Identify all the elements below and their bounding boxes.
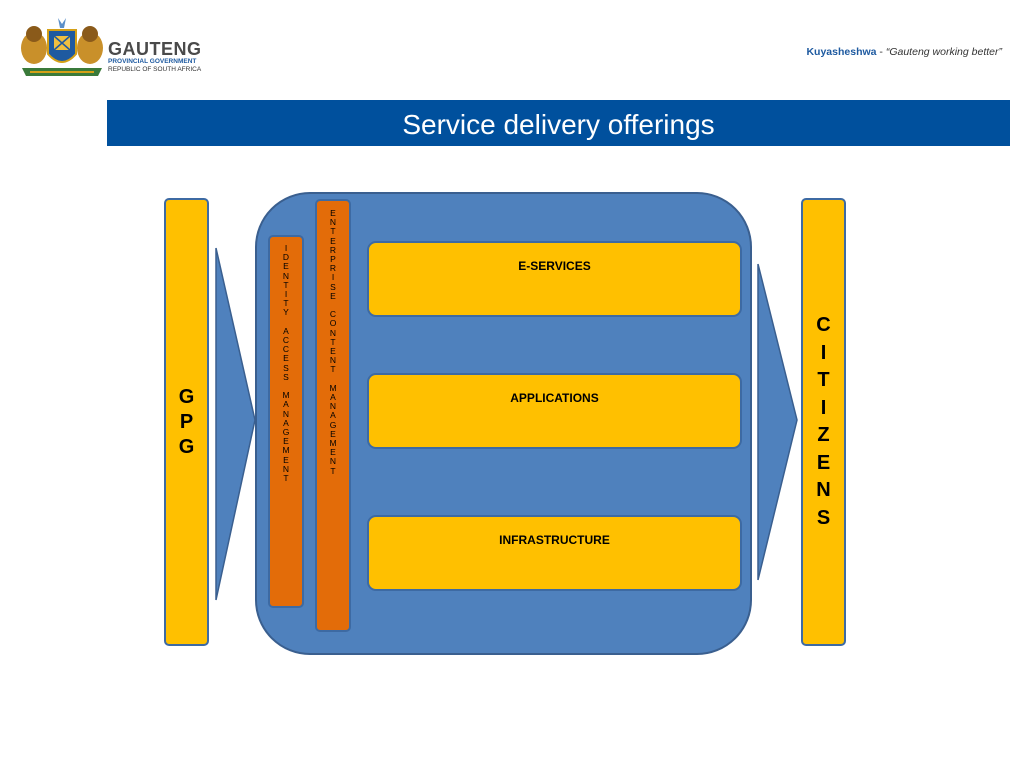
identity-bar-letter: S xyxy=(283,362,289,373)
coat-of-arms-icon xyxy=(21,18,103,76)
identity-bar-letter: E xyxy=(283,454,289,465)
enterprise-bar-letter: T xyxy=(330,226,336,237)
enterprise-bar-letter: A xyxy=(330,392,336,403)
enterprise-bar-letter: P xyxy=(330,254,336,265)
service-applications: APPLICATIONS xyxy=(367,373,742,449)
enterprise-bar-letter: N xyxy=(329,355,337,366)
identity-bar-letter: A xyxy=(283,417,289,428)
identity-bar-letter: E xyxy=(283,436,289,447)
logo-text-block: GAUTENG PROVINCIAL GOVERNMENT REPUBLIC O… xyxy=(108,40,202,74)
enterprise-bar-letter: T xyxy=(330,465,336,476)
logo-subtitle-2: REPUBLIC OF SOUTH AFRICA xyxy=(108,66,202,73)
enterprise-bar-letter: A xyxy=(330,410,336,421)
logo-name: GAUTENG xyxy=(108,39,202,59)
citizens-letter: E xyxy=(816,451,831,474)
enterprise-bar-letter: N xyxy=(329,456,337,467)
citizens-letter: Z xyxy=(817,424,830,446)
citizens-letter: N xyxy=(816,479,831,501)
enterprise-bar-letter: C xyxy=(329,309,337,320)
gpg-letter: G xyxy=(178,435,195,458)
enterprise-bar-letter: N xyxy=(329,217,337,228)
identity-bar-letter: C xyxy=(282,344,290,355)
enterprise-bar-letter: T xyxy=(330,336,336,347)
identity-bar-letter: A xyxy=(283,325,289,336)
enterprise-bar-letter: O xyxy=(329,318,337,329)
left-arrow xyxy=(215,247,256,601)
citizens-letter: C xyxy=(816,314,831,336)
tagline-quote: “Gauteng working better” xyxy=(885,46,1002,58)
identity-bar-letter: N xyxy=(282,408,290,419)
identity-bar-letter: G xyxy=(282,427,290,438)
enterprise-bar-letter: E xyxy=(330,447,336,458)
citizens-letter: S xyxy=(816,506,831,529)
enterprise-bar-letter: M xyxy=(329,438,337,449)
identity-bar-letter: I xyxy=(284,243,288,253)
enterprise-bar-letter: T xyxy=(330,364,336,375)
tagline-separator: - xyxy=(876,46,886,58)
right-arrow xyxy=(757,263,798,581)
gpg-letter: P xyxy=(179,410,194,433)
identity-bar-letter: N xyxy=(282,270,290,281)
service-e-services: E-SERVICES xyxy=(367,241,742,317)
gpg-letter: G xyxy=(178,385,195,408)
service-infrastructure: INFRASTRUCTURE xyxy=(367,515,742,591)
enterprise-bar-letter: G xyxy=(329,419,337,430)
identity-bar-letter: I xyxy=(284,289,288,300)
identity-bar-letter: M xyxy=(282,390,290,401)
identity-bar-letter: Y xyxy=(283,307,289,318)
enterprise-bar-letter: E xyxy=(330,428,336,439)
enterprise-bar-letter: E xyxy=(330,208,336,218)
enterprise-bar-letter: E xyxy=(330,346,336,357)
page-title: Service delivery offerings xyxy=(107,100,1010,146)
citizens-letter: I xyxy=(820,341,827,364)
identity-bar-letter: E xyxy=(283,353,289,364)
identity-bar-letter: T xyxy=(283,279,289,290)
enterprise-bar-letter: R xyxy=(329,263,337,274)
tagline-brand: Kuyasheshwa xyxy=(806,46,877,58)
identity-bar-letter: E xyxy=(283,261,289,272)
enterprise-bar-letter: E xyxy=(330,235,336,246)
citizens-letter: T xyxy=(817,369,830,391)
identity-bar-letter: C xyxy=(282,335,290,346)
identity-bar-letter: T xyxy=(283,473,289,484)
gauteng-logo: GAUTENG PROVINCIAL GOVERNMENT REPUBLIC O… xyxy=(14,14,201,80)
logo-subtitle-1: PROVINCIAL GOVERNMENT xyxy=(108,58,197,65)
tagline: Kuyasheshwa - “Gauteng working better” xyxy=(806,46,1002,58)
enterprise-bar-letter: R xyxy=(329,244,337,255)
enterprise-bar-letter: N xyxy=(329,401,337,412)
enterprise-bar-letter: S xyxy=(330,281,336,292)
identity-bar-letter: A xyxy=(283,399,289,410)
identity-bar-letter: S xyxy=(283,371,289,382)
identity-bar-letter: N xyxy=(282,463,290,474)
identity-bar-letter: D xyxy=(282,252,290,263)
enterprise-bar-letter: I xyxy=(331,272,335,283)
enterprise-bar-letter: M xyxy=(329,382,337,393)
identity-bar-letter: M xyxy=(282,445,290,456)
enterprise-bar-letter: E xyxy=(330,290,336,301)
citizens-letter: I xyxy=(820,396,827,419)
enterprise-bar-letter: N xyxy=(329,327,337,338)
identity-bar-letter: T xyxy=(283,298,289,309)
